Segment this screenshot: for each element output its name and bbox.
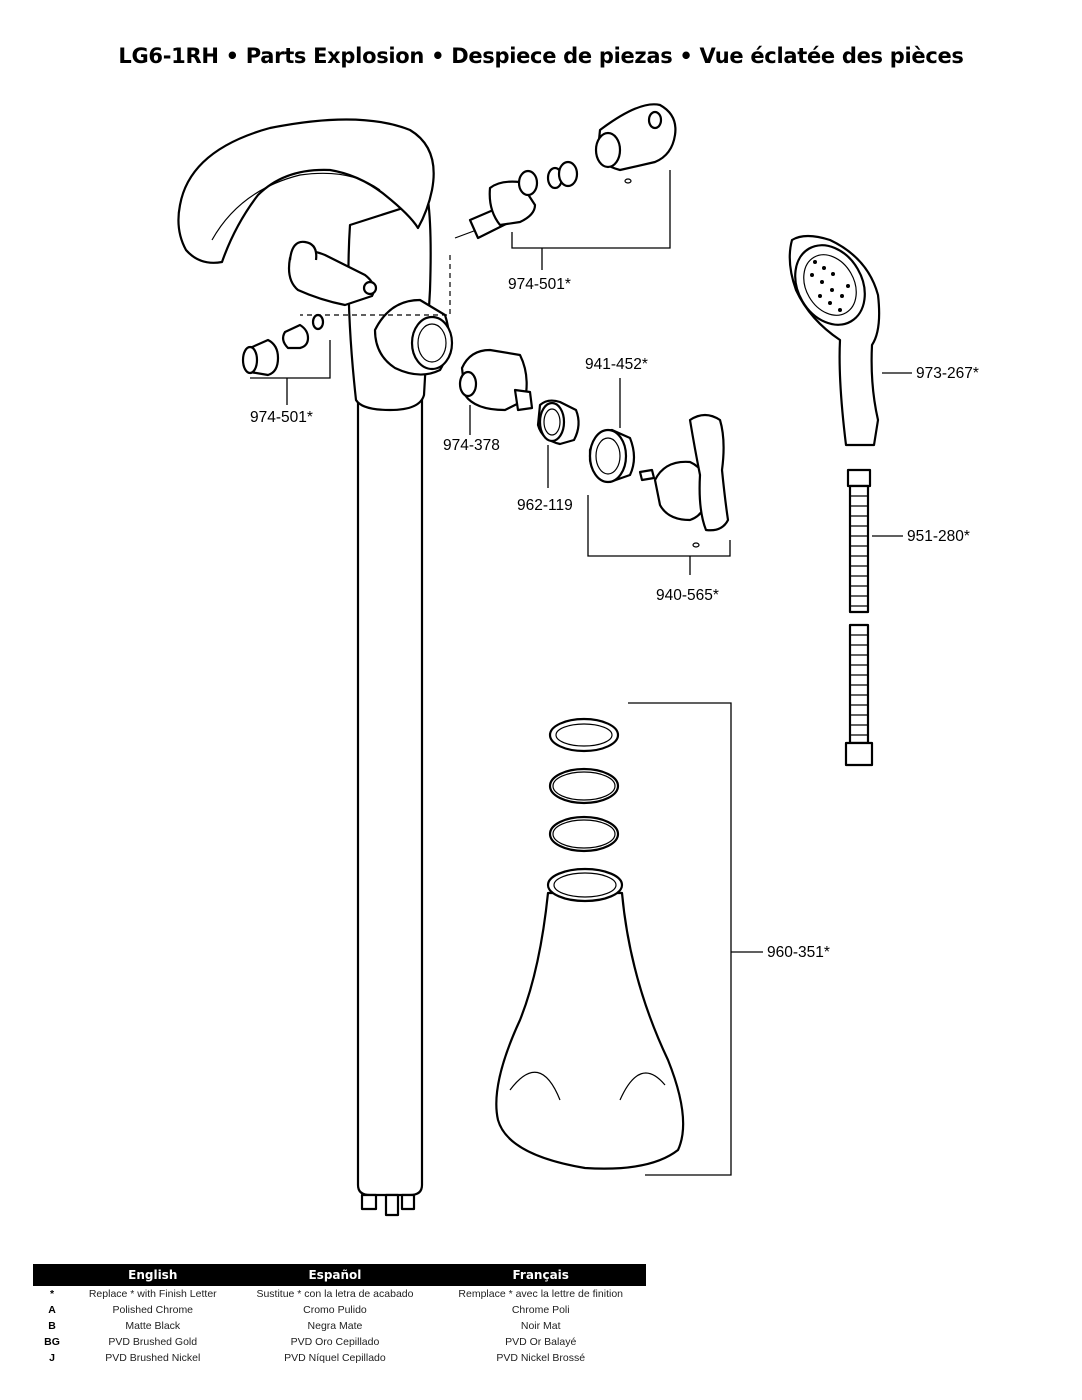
- legend-header-row: English Español Français: [33, 1264, 646, 1286]
- legend-espanol: PVD Níquel Cepillado: [284, 1352, 386, 1364]
- legend-header-francais: Français: [435, 1264, 646, 1286]
- legend-espanol: Negra Mate: [307, 1320, 363, 1332]
- page-title: LG6-1RH • Parts Explosion • Despiece de …: [118, 44, 964, 68]
- faucet-body: [177, 118, 454, 1217]
- finish-legend-table: English Español Français * Replace * wit…: [33, 1264, 646, 1366]
- part-941-452-group: [588, 378, 636, 484]
- legend-english: PVD Brushed Nickel: [105, 1352, 201, 1364]
- part-974-378-group: [458, 348, 534, 435]
- part-label-940-565: 940-565*: [656, 587, 719, 604]
- legend-english: PVD Brushed Gold: [108, 1336, 198, 1348]
- legend-code: A: [48, 1304, 56, 1316]
- part-974-501-left-group: [241, 313, 331, 405]
- part-951-280-group: [844, 468, 903, 767]
- legend-row: B Matte Black Negra Mate Noir Mat: [33, 1318, 646, 1334]
- part-label-941-452: 941-452*: [585, 356, 648, 373]
- legend-espanol: Sustitue * con la letra de acabado: [256, 1288, 414, 1300]
- legend-english: Replace * with Finish Letter: [88, 1288, 217, 1300]
- part-label-973-267: 973-267*: [916, 365, 979, 382]
- legend-header-espanol: Español: [234, 1264, 436, 1286]
- part-962-119-group: [536, 399, 580, 488]
- legend-row: J PVD Brushed Nickel PVD Níquel Cepillad…: [33, 1350, 646, 1366]
- part-label-974-501-upper: 974-501*: [508, 276, 571, 293]
- legend-code: B: [48, 1320, 56, 1332]
- legend-code: BG: [44, 1336, 60, 1348]
- legend-header-code: [33, 1264, 71, 1286]
- legend-row: BG PVD Brushed Gold PVD Oro Cepillado PV…: [33, 1334, 646, 1350]
- part-974-501-upper-group: [454, 103, 677, 270]
- legend-row: A Polished Chrome Cromo Pulido Chrome Po…: [33, 1302, 646, 1318]
- legend-francais: Chrome Poli: [511, 1304, 570, 1316]
- legend-row: * Replace * with Finish Letter Sustitue …: [33, 1286, 646, 1302]
- legend-francais: PVD Nickel Brossé: [496, 1352, 586, 1364]
- part-label-951-280: 951-280*: [907, 528, 970, 545]
- part-label-960-351: 960-351*: [767, 944, 830, 961]
- legend-espanol: Cromo Pulido: [303, 1304, 367, 1316]
- part-973-267-group: [788, 234, 912, 447]
- legend-english: Polished Chrome: [112, 1304, 194, 1316]
- legend-francais: Remplace * avec la lettre de finition: [458, 1288, 623, 1300]
- part-label-962-119: 962-119: [517, 497, 573, 514]
- part-940-565-group: [587, 413, 731, 575]
- part-label-974-378: 974-378: [443, 437, 500, 454]
- legend-code: *: [49, 1288, 55, 1300]
- legend-francais: Noir Mat: [520, 1320, 561, 1332]
- legend-francais: PVD Or Balayé: [505, 1336, 577, 1348]
- part-960-351-group: [495, 702, 763, 1176]
- legend-english: Matte Black: [125, 1320, 181, 1332]
- part-label-974-501-left: 974-501*: [250, 409, 313, 426]
- legend-code: J: [49, 1352, 55, 1364]
- legend-header-english: English: [71, 1264, 235, 1286]
- legend-espanol: PVD Oro Cepillado: [290, 1336, 380, 1348]
